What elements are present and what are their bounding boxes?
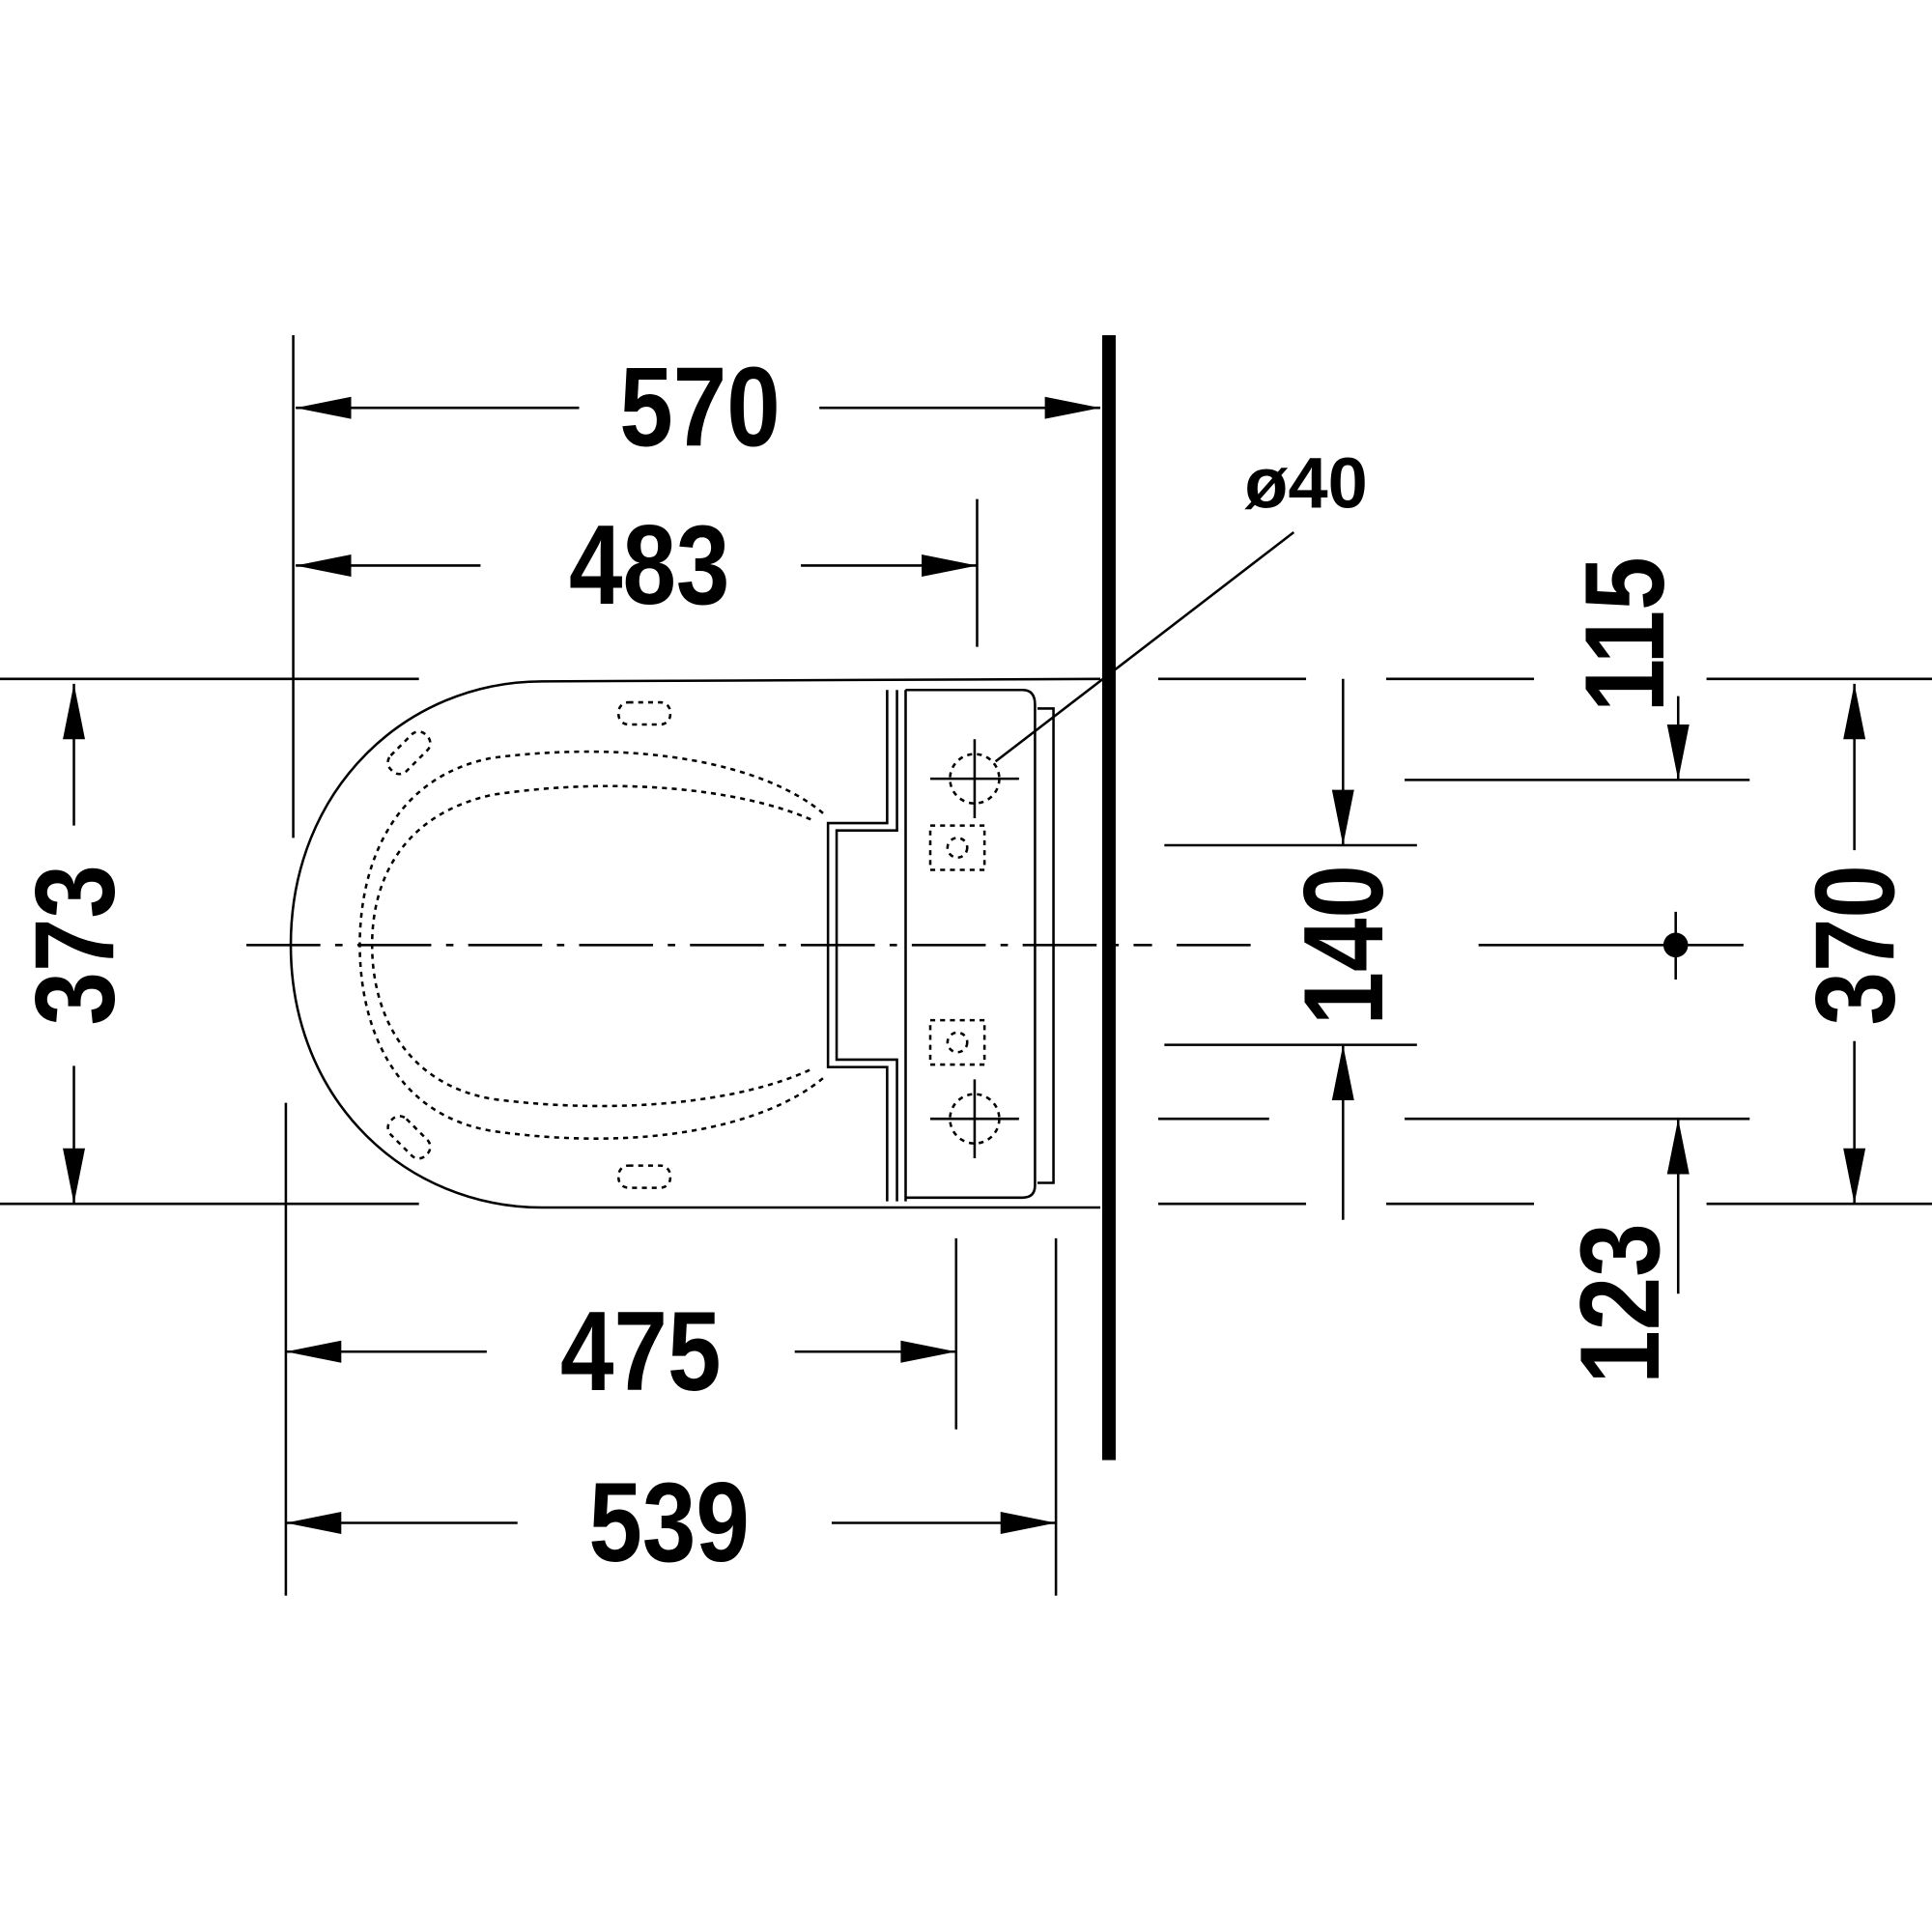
- pipe-diameter-label: ø40: [1244, 443, 1367, 524]
- dim-539: 539: [285, 1459, 1057, 1586]
- dim-483-label: 483: [569, 501, 729, 628]
- dim-140: 140: [1281, 678, 1407, 1220]
- dim-475-label: 475: [560, 1288, 721, 1414]
- dim-475: 475: [285, 1288, 956, 1415]
- dim-539-label: 539: [588, 1459, 749, 1585]
- pipe-center-dot: [1662, 932, 1689, 958]
- dim-123-label: 123: [1556, 1223, 1683, 1383]
- dim-115: 115: [1561, 556, 1690, 781]
- pipe-diameter-callout: ø40: [994, 443, 1368, 763]
- dim-370-label: 370: [1792, 865, 1918, 1025]
- extension-lines: [0, 334, 1932, 1596]
- dim-373-label: 373: [12, 865, 138, 1025]
- dim-115-label: 115: [1561, 556, 1688, 712]
- toilet-outline: [289, 677, 1101, 1209]
- dim-123: 123: [1556, 1119, 1690, 1384]
- dim-140-label: 140: [1281, 865, 1407, 1025]
- dim-570: 570: [296, 344, 1101, 471]
- dim-570-label: 570: [619, 344, 780, 470]
- dim-483: 483: [296, 501, 978, 629]
- dim-373: 373: [12, 683, 138, 1205]
- dim-370: 370: [1792, 683, 1918, 1205]
